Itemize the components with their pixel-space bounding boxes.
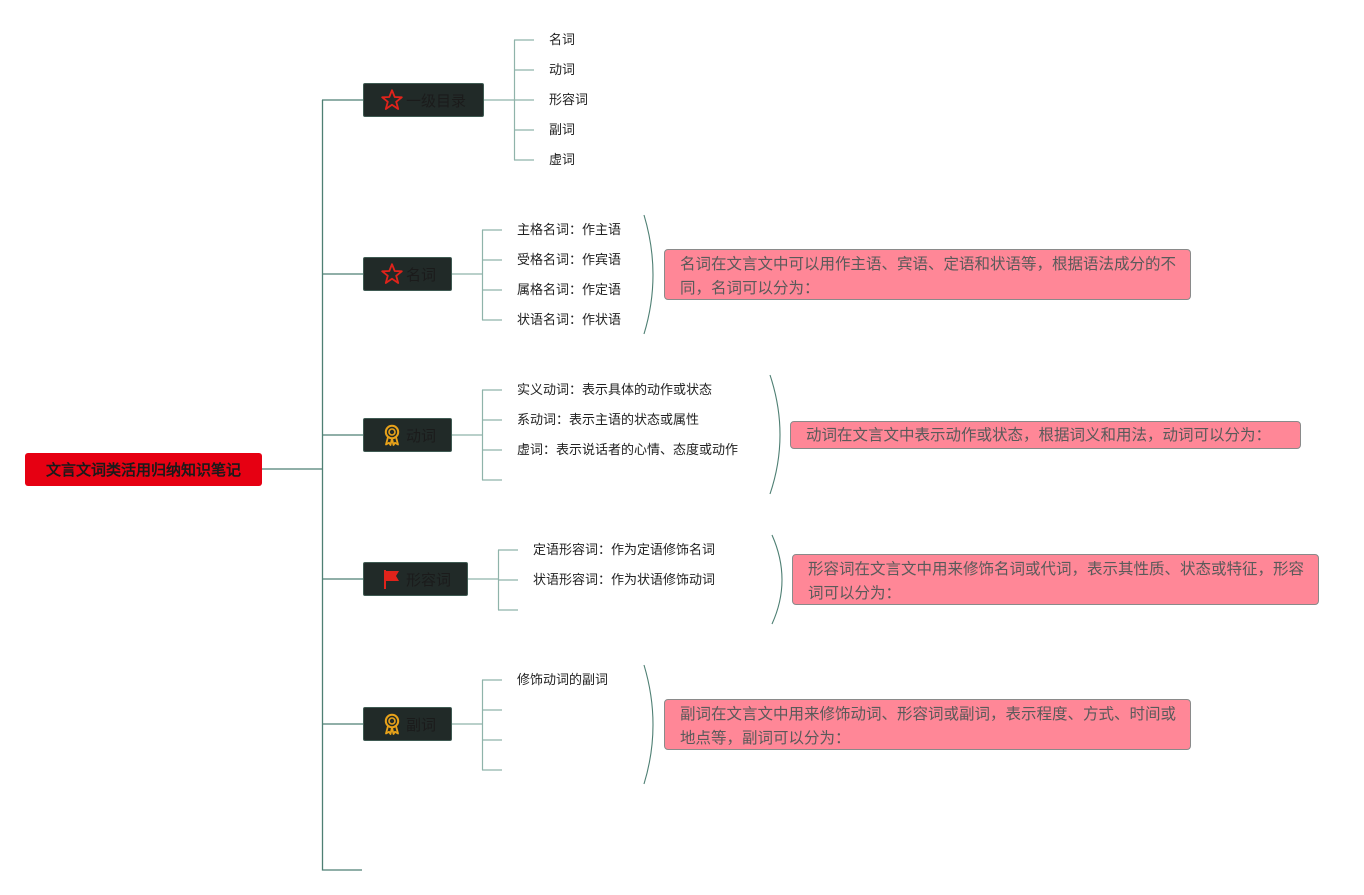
- leaf-item[interactable]: 定语形容词：作为定语修饰名词: [533, 543, 716, 558]
- leaf-item[interactable]: 属格名词：作定语: [517, 283, 622, 298]
- leaf-item[interactable]: 状语形容词：作为状语修饰动词: [533, 573, 716, 588]
- award-ribbon-icon: [379, 711, 405, 737]
- award-ribbon-icon: [379, 422, 405, 448]
- leaf-item[interactable]: 名词: [549, 33, 576, 48]
- summary-note-verb[interactable]: 动词在文言文中表示动作或状态，根据词义和用法，动词可以分为：: [790, 421, 1301, 449]
- leaf-item[interactable]: 实义动词：表示具体的动作或状态: [517, 383, 713, 398]
- leaf-item[interactable]: 受格名词：作宾语: [517, 253, 622, 268]
- note-text: 名词在文言文中可以用作主语、宾语、定语和状语等，根据语法成分的不同，名词可以分为…: [680, 255, 1177, 297]
- branch-topic-adverb[interactable]: 副词: [363, 707, 452, 741]
- leaf-item[interactable]: 修饰动词的副词: [517, 673, 609, 688]
- leaf-item[interactable]: 系动词：表示主语的状态或属性: [517, 413, 700, 428]
- leaf-item[interactable]: 主格名词：作主语: [517, 223, 622, 238]
- root-title: 文言文词类活用归纳知识笔记: [45, 461, 241, 479]
- branch-label: 一级目录: [406, 91, 467, 110]
- star-outline-icon: [379, 87, 405, 113]
- leaf-item[interactable]: 状语名词：作状语: [517, 313, 622, 328]
- branch-topic-adjective[interactable]: 形容词: [363, 562, 468, 596]
- branch-topic-verb[interactable]: 动词: [363, 418, 452, 452]
- red-flag-icon: [379, 566, 405, 592]
- leaf-item[interactable]: 副词: [549, 123, 576, 138]
- branch-topic-catalog[interactable]: 一级目录: [363, 83, 484, 117]
- summary-note-adjective[interactable]: 形容词在文言文中用来修饰名词或代词，表示其性质、状态或特征，形容词可以分为：: [792, 554, 1319, 605]
- branch-label: 副词: [406, 715, 437, 734]
- branch-topic-noun[interactable]: 名词: [363, 257, 452, 291]
- note-text: 动词在文言文中表示动作或状态，根据词义和用法，动词可以分为：: [806, 426, 1272, 444]
- root-topic[interactable]: 文言文词类活用归纳知识笔记: [25, 453, 262, 486]
- summary-note-noun[interactable]: 名词在文言文中可以用作主语、宾语、定语和状语等，根据语法成分的不同，名词可以分为…: [664, 249, 1191, 300]
- note-text: 形容词在文言文中用来修饰名词或代词，表示其性质、状态或特征，形容词可以分为：: [808, 560, 1305, 602]
- branch-label: 动词: [406, 426, 437, 445]
- summary-note-adverb[interactable]: 副词在文言文中用来修饰动词、形容词或副词，表示程度、方式、时间或地点等，副词可以…: [664, 699, 1191, 750]
- note-text: 副词在文言文中用来修饰动词、形容词或副词，表示程度、方式、时间或地点等，副词可以…: [680, 705, 1177, 747]
- branch-label: 形容词: [406, 570, 452, 589]
- leaf-item[interactable]: 虚词：表示说话者的心情、态度或动作: [517, 443, 739, 458]
- leaf-item[interactable]: 动词: [549, 63, 576, 78]
- branch-label: 名词: [406, 265, 437, 284]
- star-outline-icon: [379, 261, 405, 287]
- leaf-item[interactable]: 形容词: [549, 93, 589, 108]
- leaf-item[interactable]: 虚词: [549, 153, 576, 168]
